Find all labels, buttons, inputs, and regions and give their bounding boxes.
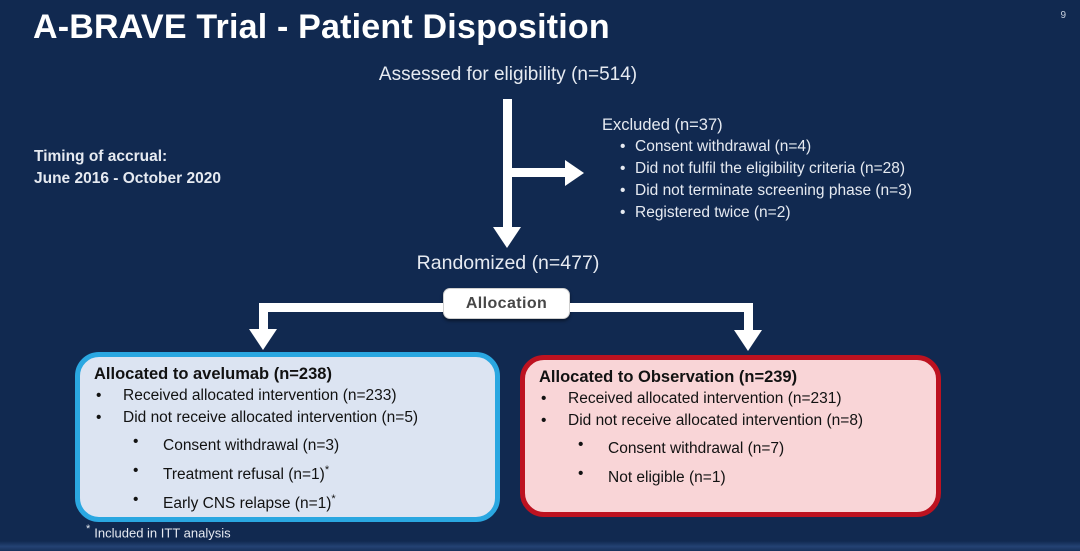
observation-subitem: Consent withdrawal (n=7) (608, 440, 785, 458)
bullet-icon (96, 407, 123, 429)
accrual-line1: Timing of accrual: (34, 148, 168, 165)
down-arrow-head-icon (493, 227, 521, 248)
avelumab-subitem: Early CNS relapse (n=1)* (163, 493, 336, 513)
left-branch-shaft (259, 303, 268, 331)
list-item: Early CNS relapse (n=1)* (133, 487, 495, 516)
bullet-icon (578, 432, 608, 461)
list-item: Did not receive allocated intervention (… (96, 407, 495, 429)
observation-item: Did not receive allocated intervention (… (568, 412, 864, 429)
left-branch-shaft (259, 303, 443, 312)
bullet-icon (578, 461, 608, 490)
bullet-icon (133, 458, 163, 487)
footnote-marker: * (331, 493, 336, 506)
bullet-icon (133, 487, 163, 516)
accrual-line2: June 2016 - October 2020 (34, 170, 221, 187)
excluded-item: Consent withdrawal (n=4) (635, 138, 812, 155)
list-item: Did not terminate screening phase (n=3) (620, 180, 912, 202)
excluded-arrow-head-icon (565, 160, 584, 186)
observation-subitem: Not eligible (n=1) (608, 469, 726, 487)
excluded-title: Excluded (n=37) (602, 116, 723, 134)
bullet-icon (541, 410, 568, 432)
excluded-block: Excluded (n=37) Consent withdrawal (n=4)… (600, 114, 912, 224)
randomized-label: Randomized (n=477) (416, 252, 600, 274)
excluded-item: Registered twice (n=2) (635, 204, 791, 221)
asterisk-icon: * (86, 523, 91, 535)
list-item: Not eligible (n=1) (578, 461, 936, 490)
bullet-icon (133, 429, 163, 458)
list-item: Registered twice (n=2) (620, 202, 912, 224)
avelumab-box: Allocated to avelumab (n=238) Received a… (75, 352, 500, 522)
bullet-icon (620, 136, 635, 158)
observation-title: Allocated to Observation (n=239) (539, 368, 798, 386)
right-branch-shaft (570, 303, 753, 312)
list-item: Received allocated intervention (n=231) (541, 388, 936, 410)
page-number: 9 (1060, 10, 1066, 21)
avelumab-subitem: Consent withdrawal (n=3) (163, 437, 340, 455)
allocation-badge: Allocation (443, 288, 570, 319)
list-item: Treatment refusal (n=1)* (133, 458, 495, 487)
avelumab-title: Allocated to avelumab (n=238) (94, 365, 332, 383)
down-arrow-shaft (503, 99, 512, 229)
itt-footnote: *Included in ITT analysis (86, 523, 231, 540)
list-item: Did not receive allocated intervention (… (541, 410, 936, 432)
avelumab-subitem: Treatment refusal (n=1)* (163, 464, 330, 484)
list-item: Did not fulfil the eligibility criteria … (620, 158, 912, 180)
excluded-arrow-shaft (512, 168, 567, 177)
observation-item: Received allocated intervention (n=231) (568, 390, 842, 407)
bullet-icon (541, 388, 568, 410)
assessed-label: Assessed for eligibility (n=514) (378, 64, 638, 85)
list-item: Consent withdrawal (n=3) (133, 429, 495, 458)
bullet-icon (620, 202, 635, 224)
observation-box: Allocated to Observation (n=239) Receive… (520, 355, 941, 517)
list-item: Consent withdrawal (n=7) (578, 432, 936, 461)
footnote-text: Included in ITT analysis (94, 525, 231, 541)
bullet-icon (96, 385, 123, 407)
slide-title: A-BRAVE Trial - Patient Disposition (33, 8, 610, 46)
list-item: Received allocated intervention (n=233) (96, 385, 495, 407)
excluded-item: Did not fulfil the eligibility criteria … (635, 160, 906, 177)
footnote-marker: * (324, 464, 330, 477)
accrual-note: Timing of accrual: June 2016 - October 2… (34, 146, 221, 190)
right-branch-arrow-head-icon (734, 330, 762, 351)
bottom-accent-bar (0, 541, 1080, 551)
avelumab-item: Did not receive allocated intervention (… (123, 409, 419, 426)
avelumab-item: Received allocated intervention (n=233) (123, 387, 397, 404)
bullet-icon (620, 158, 635, 180)
right-branch-shaft (744, 303, 753, 332)
excluded-item: Did not terminate screening phase (n=3) (635, 182, 913, 199)
left-branch-arrow-head-icon (249, 329, 277, 350)
list-item: Consent withdrawal (n=4) (620, 136, 912, 158)
bullet-icon (620, 180, 635, 202)
